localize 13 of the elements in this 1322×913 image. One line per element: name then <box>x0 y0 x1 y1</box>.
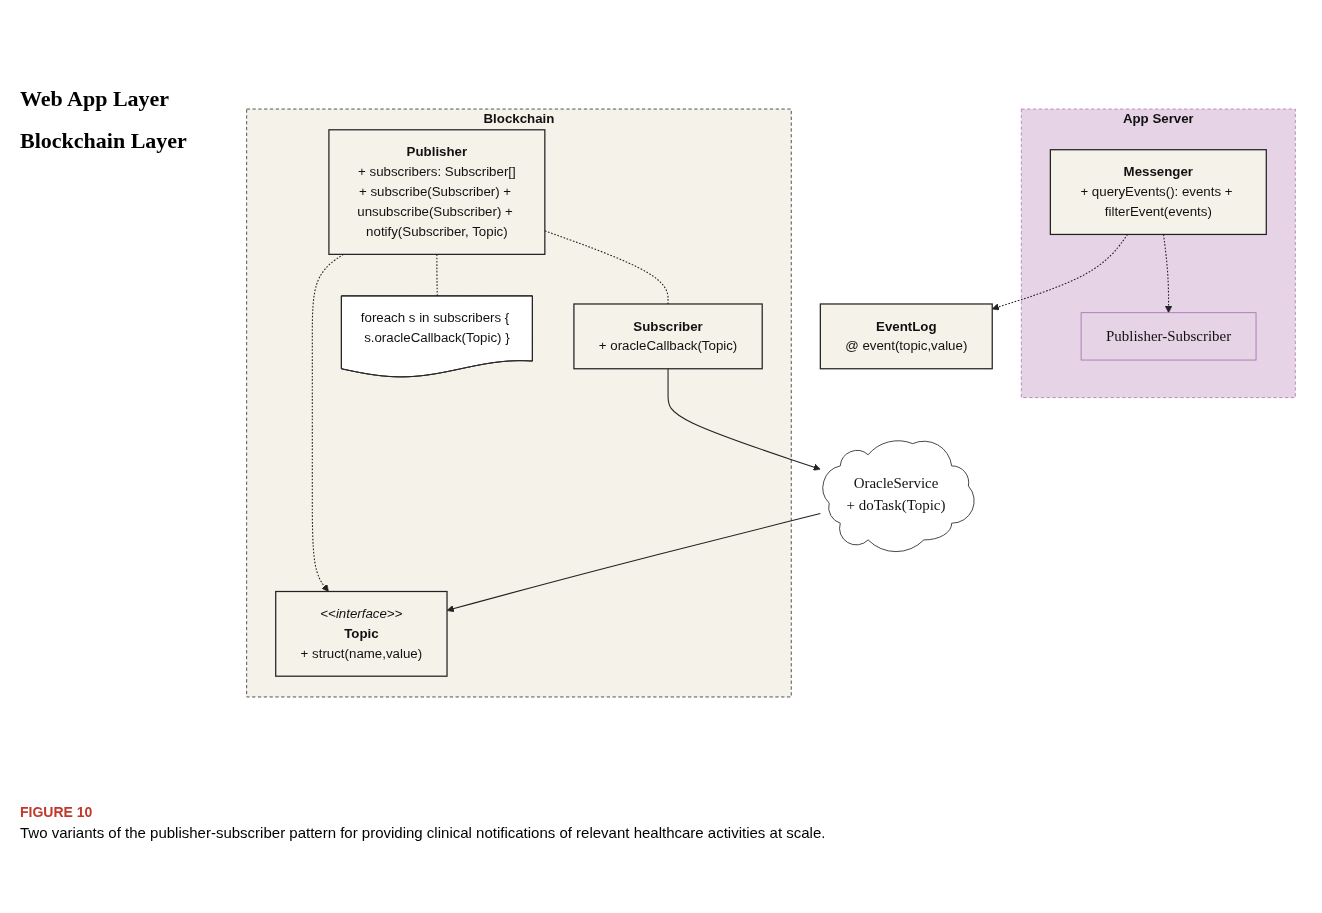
layer-label: Blockchain Layer <box>20 128 188 154</box>
arrow <box>1163 233 1173 314</box>
arrow <box>667 368 821 471</box>
node-box: Subscriber + oracleCallback(Topic) <box>573 303 763 370</box>
node-box: Messenger + queryEvents(): events + filterEvent(events) <box>1049 149 1267 236</box>
layer-label: Web App Layer <box>20 86 171 112</box>
node-box: EventLog @ event(topic,value) <box>819 303 993 370</box>
node-box: Publisher-Subscriber <box>1080 312 1257 361</box>
node-box: Publisher + subscribers: Subscriber[] + subscribe(Subscriber) + unsubscribe(Subscriber) + notify(Subscriber, Topic) <box>328 129 546 255</box>
arrow <box>311 253 344 592</box>
figure-number: FIGURE 10 <box>20 804 94 820</box>
node-box: <<interface>> Topic + struct(name,value) <box>275 590 448 677</box>
caption: Two variants of the publisher-subscriber pattern for providing clinical notifications of relevant healthcare activities at scale. <box>20 824 827 841</box>
